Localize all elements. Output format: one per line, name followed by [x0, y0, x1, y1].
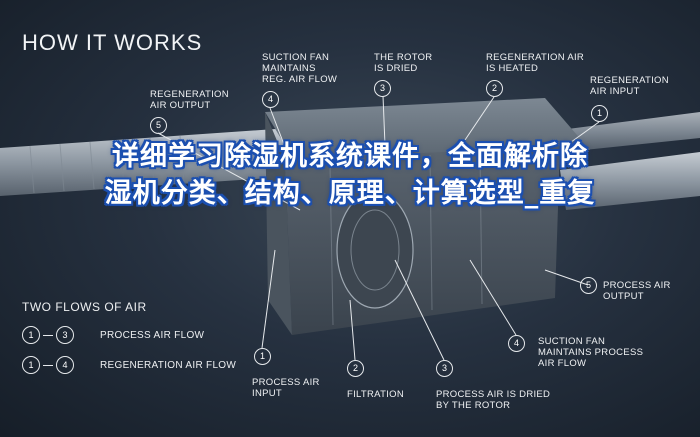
step-badge: 3 — [436, 360, 453, 377]
legend-label: REGENERATION AIR FLOW — [100, 359, 237, 371]
callout-process-air-dried: PROCESS AIR IS DRIED BY THE ROTOR — [436, 389, 550, 411]
page-title: HOW IT WORKS — [22, 30, 203, 55]
step-badge: 5 — [580, 277, 597, 294]
step-badge: 2 — [347, 360, 364, 377]
callout-line: SUCTION FAN — [262, 52, 330, 63]
legend-from-badge: 1 — [22, 326, 40, 344]
callout-rotor-dried: THE ROTOR IS DRIED — [374, 52, 432, 74]
callout-line: PROCESS AIR IS DRIED — [436, 389, 551, 400]
callout-line: FILTRATION — [347, 389, 405, 400]
callout-line: MAINTAINS — [262, 63, 316, 74]
legend-title: TWO FLOWS OF AIR — [22, 300, 147, 314]
callout-regeneration-heated: REGENERATION AIR IS HEATED — [486, 52, 584, 74]
step-badge: 3 — [374, 80, 391, 97]
callout-line: REGENERATION AIR — [486, 52, 585, 63]
overlay-article-title: 详细学习除湿机系统课件，全面解析除湿机分类、结构、原理、计算选型_重复 — [104, 141, 596, 209]
step-badge: 2 — [486, 80, 503, 97]
callout-line: THE ROTOR — [374, 52, 433, 63]
callout-regeneration-air-input: REGENERATION AIR INPUT — [590, 75, 669, 97]
callout-line: PROCESS AIR — [252, 377, 320, 388]
callout-process-air-output: PROCESS AIR OUTPUT — [603, 280, 671, 302]
callout-line: INPUT — [252, 388, 282, 399]
step-badge: 1 — [591, 105, 608, 122]
legend-to-badge: 4 — [56, 356, 74, 374]
callout-line: AIR FLOW — [538, 358, 587, 369]
callout-line: IS DRIED — [374, 63, 418, 74]
step-badge: 1 — [254, 348, 271, 365]
callout-line: BY THE ROTOR — [436, 400, 511, 411]
callout-line: IS HEATED — [486, 63, 539, 74]
callout-regeneration-air-output: REGENERATION AIR OUTPUT — [150, 89, 229, 111]
legend-dash — [43, 364, 53, 366]
callout-line: AIR INPUT — [590, 86, 640, 97]
callout-suction-fan-reg: SUCTION FAN MAINTAINS REG. AIR FLOW — [262, 52, 337, 85]
callout-filtration: FILTRATION — [347, 389, 404, 400]
step-badge: 4 — [508, 335, 525, 352]
callout-line: OUTPUT — [603, 291, 644, 302]
step-badge: 4 — [262, 91, 279, 108]
callout-line: REGENERATION — [150, 89, 229, 100]
legend-row-process: 1 3 PROCESS AIR FLOW — [22, 326, 204, 344]
legend-dash — [43, 334, 53, 336]
callout-line: PROCESS AIR — [603, 280, 671, 291]
step-badge: 5 — [150, 117, 167, 134]
callout-line: SUCTION FAN — [538, 336, 606, 347]
callout-process-air-input: PROCESS AIR INPUT — [252, 377, 320, 399]
legend-row-regeneration: 1 4 REGENERATION AIR FLOW — [22, 356, 236, 374]
callout-line: REGENERATION — [590, 75, 669, 86]
callout-line: MAINTAINS PROCESS — [538, 347, 644, 358]
legend-to-badge: 3 — [56, 326, 74, 344]
callout-line: AIR OUTPUT — [150, 100, 211, 111]
legend-from-badge: 1 — [22, 356, 40, 374]
callout-line: REG. AIR FLOW — [262, 74, 338, 85]
callout-suction-fan-process: SUCTION FAN MAINTAINS PROCESS AIR FLOW — [538, 336, 643, 369]
legend-label: PROCESS AIR FLOW — [100, 329, 205, 341]
